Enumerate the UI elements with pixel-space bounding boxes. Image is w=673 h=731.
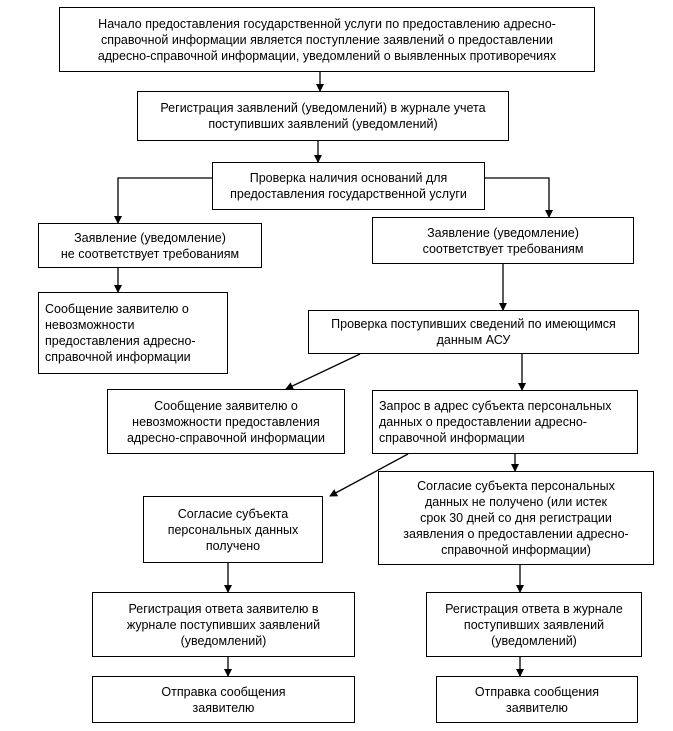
node-message-impossible-1: Сообщение заявителю о невозможности пред… <box>38 292 228 374</box>
arrow-check-asu-to-message-2 <box>285 353 361 390</box>
node-consent-not-received: Согласие субъекта персональных данных не… <box>378 471 654 565</box>
arrow-check-to-not-compliant <box>114 177 212 224</box>
node-consent-received: Согласие субъекта персональных данных по… <box>143 496 323 563</box>
arrow-request-to-consent-received <box>329 453 409 497</box>
node-not-compliant: Заявление (уведомление) не соответствует… <box>38 223 262 268</box>
node-send-message-left: Отправка сообщения заявителю <box>92 676 355 723</box>
node-register-reply-left: Регистрация ответа заявителю в журнале п… <box>92 592 355 657</box>
node-register-reply-right: Регистрация ответа в журнале поступивших… <box>426 592 642 657</box>
node-send-message-right: Отправка сообщения заявителю <box>436 676 638 723</box>
arrow-check-to-compliant <box>485 177 553 218</box>
node-check-asu: Проверка поступивших сведений по имеющим… <box>308 310 639 354</box>
node-compliant: Заявление (уведомление) соответствует тр… <box>372 217 634 264</box>
node-request-subject: Запрос в адрес субъекта персональных дан… <box>372 390 638 454</box>
node-message-impossible-2: Сообщение заявителю о невозможности пред… <box>107 389 345 454</box>
node-registration: Регистрация заявлений (уведомлений) в жу… <box>137 91 509 141</box>
node-check: Проверка наличия оснований для предостав… <box>212 162 485 210</box>
node-start: Начало предоставления государственной ус… <box>59 7 595 72</box>
